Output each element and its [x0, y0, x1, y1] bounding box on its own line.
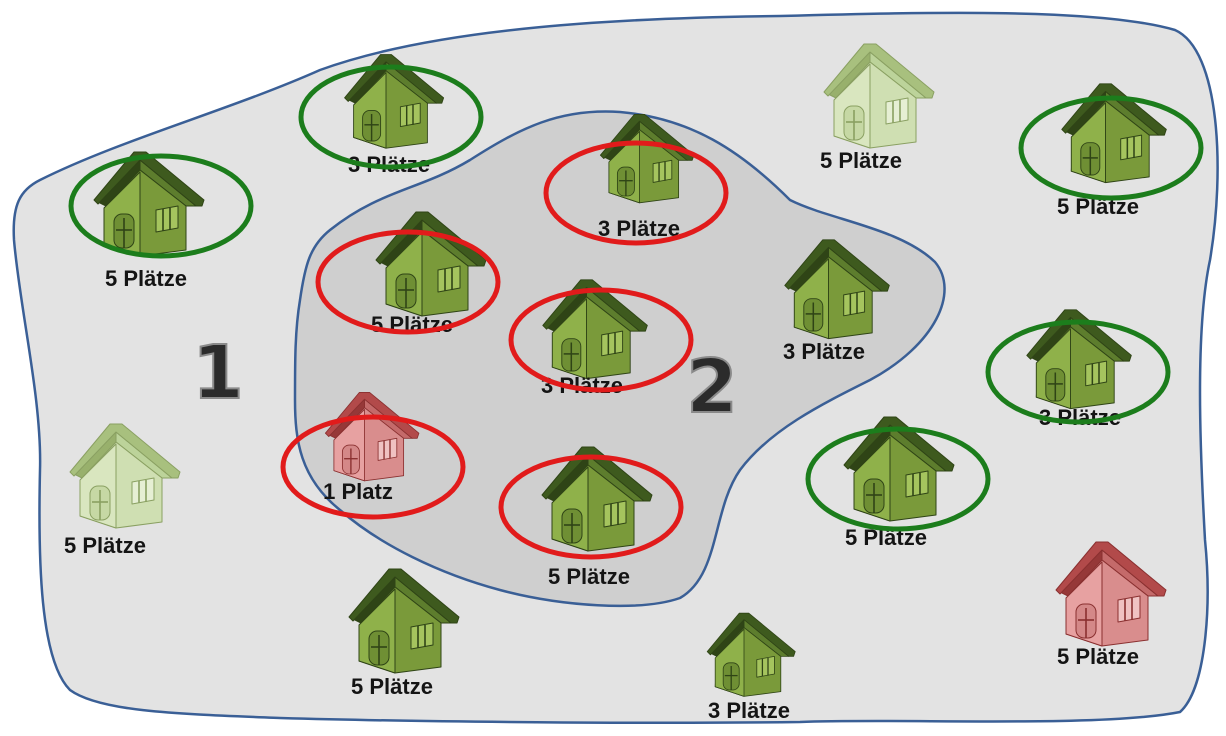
region-1-number: 1 — [192, 330, 244, 416]
rings-layer — [68, 64, 1204, 560]
house-2: 3 Plätze — [344, 54, 445, 177]
house-icon — [344, 54, 445, 149]
house-capacity-label: 1 Platz — [323, 479, 393, 504]
house-12: 5 Plätze — [843, 416, 955, 550]
selection-ring-red — [508, 287, 694, 393]
house-capacity-label: 5 Plätze — [64, 533, 146, 558]
house-13: 5 Plätze — [64, 423, 181, 558]
house-6: 5 Plätze — [371, 211, 487, 337]
house-icon — [69, 423, 181, 529]
house-7: 3 Plätze — [541, 279, 648, 398]
house-capacity-label: 5 Plätze — [548, 564, 630, 589]
house-10: 1 Platz — [323, 391, 420, 504]
house-icon — [823, 43, 935, 149]
houses-layer: 5 Plätze 3 Plätze 5 Plätze 5 Plätze 3 Plätze… — [64, 43, 1167, 723]
house-5: 3 Plätze — [598, 113, 695, 241]
selection-ring-green — [805, 426, 991, 532]
house-icon — [542, 279, 648, 380]
selection-ring-green — [1018, 95, 1204, 201]
house-9: 3 Plätze — [1026, 309, 1132, 430]
house-icon — [375, 211, 487, 317]
selection-ring-green — [68, 153, 254, 259]
house-16: 5 Plätze — [1055, 541, 1167, 669]
house-capacity-label: 5 Plätze — [820, 148, 902, 173]
region-2-number: 2 — [686, 344, 738, 430]
selection-ring-green — [298, 64, 484, 170]
selection-ring-red — [498, 454, 684, 560]
house-4: 5 Plätze — [1057, 83, 1167, 219]
house-capacity-label: 3 Plätze — [541, 373, 623, 398]
selection-ring-red — [280, 414, 466, 520]
house-icon — [1055, 541, 1167, 647]
house-icon — [843, 416, 955, 522]
house-capacity-label: 3 Plätze — [708, 698, 790, 723]
house-icon — [706, 612, 796, 697]
house-15: 3 Plätze — [706, 612, 796, 723]
house-capacity-label: 5 Plätze — [351, 674, 433, 699]
house-icon — [1026, 309, 1132, 410]
house-icon — [1061, 83, 1167, 184]
house-icon — [784, 239, 890, 340]
house-capacity-label: 3 Plätze — [783, 339, 865, 364]
house-14: 5 Plätze — [348, 568, 460, 699]
house-icon — [541, 446, 653, 552]
house-11: 5 Plätze — [541, 446, 653, 589]
selection-ring-green — [985, 319, 1171, 425]
selection-ring-red — [315, 229, 501, 335]
house-capacity-label: 5 Plätze — [1057, 644, 1139, 669]
house-capacity-label: 3 Plätze — [598, 216, 680, 241]
selection-ring-red — [543, 140, 729, 246]
house-capacity-label: 5 Plätze — [105, 266, 187, 291]
house-3: 5 Plätze — [820, 43, 935, 173]
house-icon — [599, 113, 695, 204]
house-icon — [348, 568, 460, 674]
house-8: 3 Plätze — [783, 239, 890, 364]
